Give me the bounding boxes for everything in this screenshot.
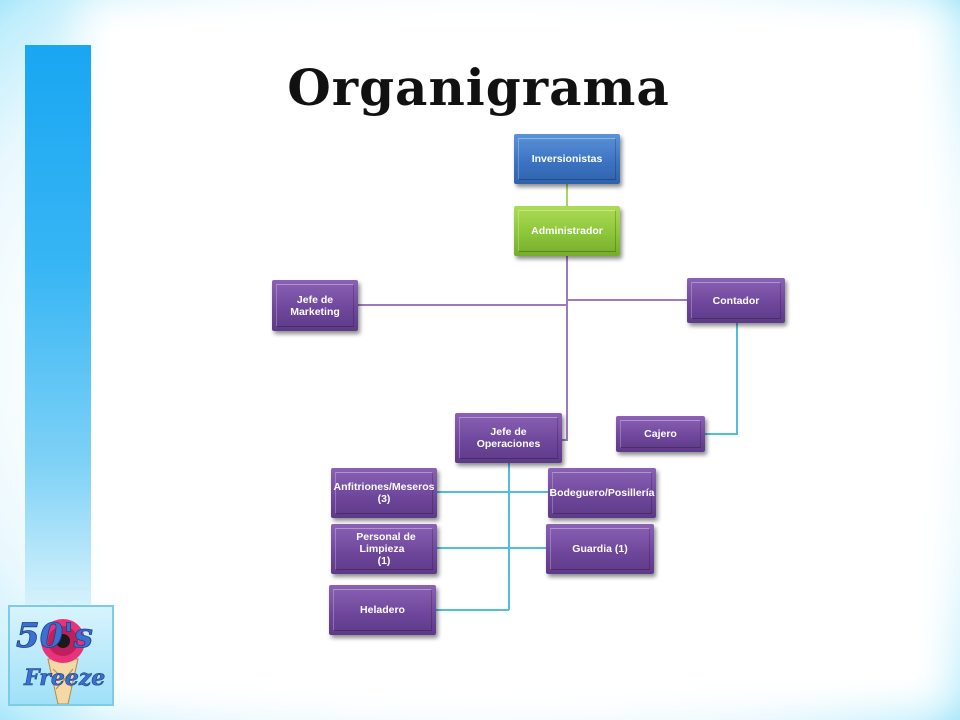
connector-contador-cajero xyxy=(705,323,738,435)
node-anfitriones-meseros: Anfitriones/Meseros(3) xyxy=(331,468,437,518)
node-cajero: Cajero xyxy=(616,416,705,452)
node-administrador: Administrador xyxy=(514,206,620,256)
svg-text:50's: 50's xyxy=(16,616,93,656)
left-accent-bar xyxy=(25,45,91,605)
connector-trunk xyxy=(562,256,568,441)
node-inversionistas: Inversionistas xyxy=(514,134,620,184)
node-bodeguero-posilleria: Bodeguero/Posillería xyxy=(548,468,656,518)
ice-cream-logo-icon: 50's Freeze xyxy=(16,616,106,704)
slide-title: Organigrama xyxy=(287,58,670,117)
node-guardia: Guardia (1) xyxy=(546,524,654,574)
node-heladero: Heladero xyxy=(329,585,436,635)
node-personal-de-limpieza: Personal de Limpieza(1) xyxy=(331,524,437,574)
company-logo: 50's Freeze xyxy=(8,605,114,706)
node-contador: Contador xyxy=(687,278,785,323)
node-jefe-de-operaciones: Jefe de Operaciones xyxy=(455,413,562,463)
svg-text:Freeze: Freeze xyxy=(23,665,105,691)
